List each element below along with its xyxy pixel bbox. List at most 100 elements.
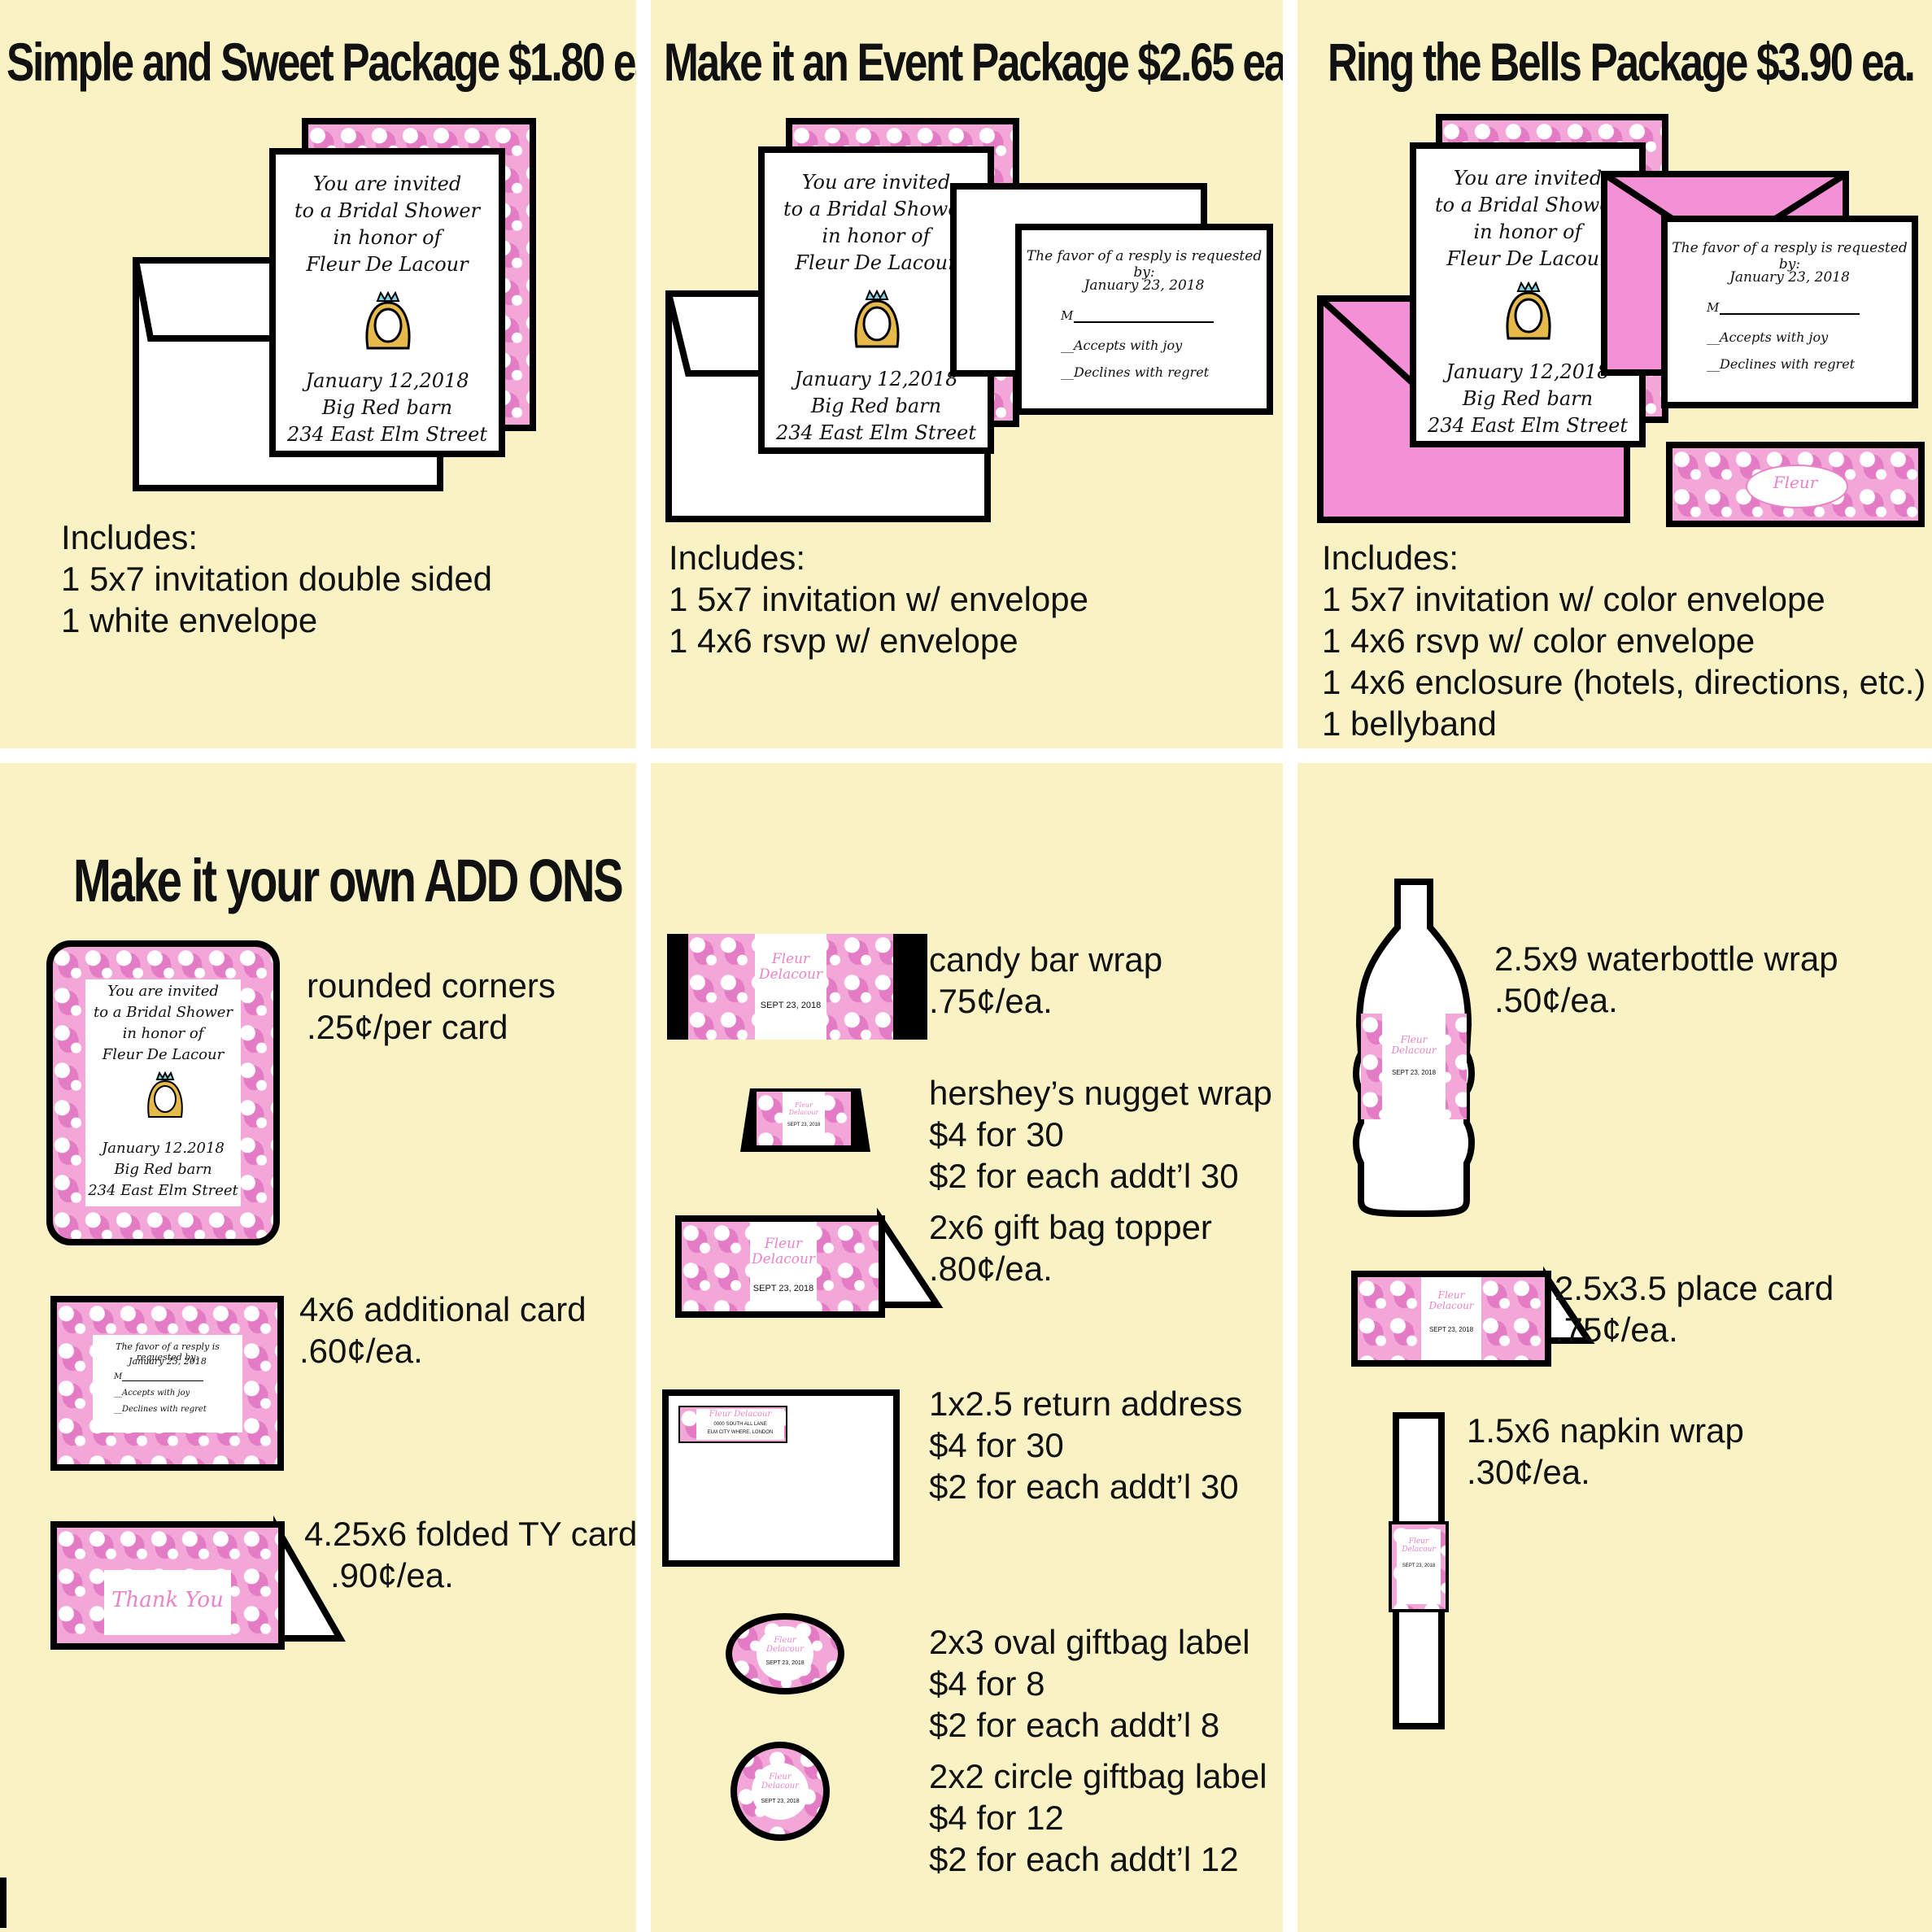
addon-desc: 2.5x9 waterbottle wrap .50¢/ea. [1494, 938, 1838, 1021]
addon-desc: 2x2 circle giftbag label $4 for 12 $2 fo… [929, 1755, 1267, 1880]
circle-giftbag-label: Fleur Delacour SEPT 23, 2018 [730, 1742, 830, 1841]
rsvp-m: M [1061, 308, 1074, 323]
label-name2: Delacour [1402, 1546, 1436, 1554]
rsvp-declines: __Declines with regret [1707, 356, 1856, 372]
addons-title: Make it your own ADD ONS [73, 847, 624, 914]
rsvp-m: M [1707, 300, 1720, 315]
label-date: SEPT 23, 2018 [765, 1660, 805, 1666]
addon-name: candy bar wrap [929, 940, 1163, 979]
return-line1: 0000 SOUTH ALL LANE [713, 1422, 767, 1427]
rsvp-declines: __Declines with regret [114, 1405, 207, 1414]
invite-line1: You are invited [1453, 167, 1603, 190]
include-item: 1 bellyband [1322, 704, 1497, 743]
addon-desc: 2x6 gift bag topper .80¢/ea. [929, 1206, 1212, 1289]
addons-panel-middle: Fleur Delacour SEPT 23, 2018 candy bar w… [651, 763, 1283, 1932]
label-name1: Fleur [774, 1636, 796, 1645]
addon-price: $4 for 30 [929, 1115, 1064, 1154]
invite-venue: Big Red barn [1462, 387, 1594, 410]
additional-card: The favor of a resply is requested by: J… [50, 1296, 284, 1471]
return-address-label: Fleur Delacour 0000 SOUTH ALL LANE ELM C… [678, 1406, 787, 1443]
label-date: SEPT 23, 2018 [787, 1123, 821, 1127]
label-name1: Fleur [771, 951, 810, 967]
envelope-flap-icon [133, 259, 295, 342]
addons-panel-left: Make it your own ADD ONS You are invited… [0, 763, 636, 1932]
addons-panel-right: Fleur Delacour SEPT 23, 2018 2.5x9 water… [1297, 763, 1932, 1932]
invite-venue: Big Red barn [810, 395, 942, 417]
addon-desc: candy bar wrap .75¢/ea. [929, 939, 1162, 1022]
invite-date: January 12,2018 [305, 369, 469, 392]
includes-heading: Includes: [61, 518, 198, 556]
addon-name: 2x3 oval giftbag label [929, 1623, 1250, 1661]
bride-icon [147, 1071, 183, 1118]
addon-name: rounded corners [307, 966, 556, 1005]
label-date: SEPT 23, 2018 [1428, 1326, 1474, 1333]
rsvp-card: The favor of a resply is requested by: J… [1661, 216, 1918, 408]
addon-price: .75¢/ea. [929, 982, 1053, 1020]
label-name2: Delacour [766, 1645, 804, 1654]
addon-desc: 4x6 additional card .60¢/ea. [299, 1289, 587, 1372]
label-name2: Delacour [1391, 1045, 1437, 1056]
rsvp-date: January 23, 2018 [1084, 277, 1205, 294]
addon-desc: rounded corners .25¢/per card [307, 965, 556, 1048]
thank-you-card: Thank You [50, 1521, 285, 1650]
rsvp-card: The favor of a resply is requested by: J… [1015, 224, 1273, 415]
addon-price: .60¢/ea. [299, 1332, 423, 1370]
invite-line1: You are invited [107, 983, 219, 1000]
invite-line4: Fleur De Lacour [1446, 247, 1609, 270]
edge-mark [0, 1877, 7, 1928]
label-name2: Delacour [758, 966, 823, 983]
addon-extra: $2 for each addt’l 12 [929, 1840, 1239, 1878]
thank-you-text: Thank You [111, 1588, 224, 1612]
rsvp-line1: The favor of a resply is requested by: [1026, 248, 1263, 281]
package-panel-simple: Simple and Sweet Package $1.80 ea. You a… [0, 0, 636, 748]
invite-line2: to a Bridal Shower [94, 1004, 233, 1021]
rsvp-accepts: __Accepts with joy [114, 1389, 190, 1398]
invite-venue: Big Red barn [321, 396, 453, 419]
addon-desc: hershey’s nugget wrap $4 for 30 $2 for e… [929, 1072, 1272, 1197]
rsvp-declines: __Declines with regret [1061, 364, 1210, 380]
invite-line3: in honor of [122, 1025, 204, 1042]
package-includes: Includes: 1 5x7 invitation w/ color enve… [1322, 537, 1925, 744]
invite-line4: Fleur De Lacour [102, 1046, 225, 1063]
return-address-envelope: Fleur Delacour 0000 SOUTH ALL LANE ELM C… [662, 1389, 900, 1567]
bride-icon [854, 289, 900, 348]
invite-line1: You are invited [312, 172, 462, 195]
addon-price: $4 for 30 [929, 1426, 1064, 1464]
addon-price: .90¢/ea. [330, 1556, 454, 1594]
addon-desc: 2.5x3.5 place card .75¢/ea. [1555, 1267, 1834, 1350]
label-name2: Delacour [788, 1109, 819, 1116]
include-item: 1 white envelope [61, 601, 318, 639]
include-item: 1 5x7 invitation w/ color envelope [1322, 580, 1825, 618]
invite-line3: in honor of [333, 226, 442, 249]
rsvp-name-line [1720, 313, 1860, 315]
package-title: Make it an Event Package $2.65 ea. [664, 32, 1283, 92]
rsvp-m: M [114, 1372, 123, 1381]
addon-price: .25¢/per card [307, 1008, 508, 1046]
label-name2: Delacour [751, 1251, 816, 1267]
invite-line2: to a Bridal Shower [294, 199, 480, 222]
invite-venue: Big Red barn [114, 1161, 212, 1178]
include-item: 1 5x7 invitation double sided [61, 560, 493, 598]
addon-name: 2.5x9 waterbottle wrap [1494, 940, 1838, 978]
addon-desc: 4.25x6 folded TY card .90¢/ea. [304, 1513, 636, 1596]
package-panel-bells: Ring the Bells Package $3.90 ea. You are… [1297, 0, 1932, 748]
rsvp-date: January 23, 2018 [1729, 269, 1850, 286]
label-date: SEPT 23, 2018 [1402, 1563, 1436, 1568]
package-title: Simple and Sweet Package $1.80 ea. [7, 32, 636, 92]
label-name1: Fleur [1437, 1289, 1465, 1301]
gift-bag-topper: Fleur Delacour SEPT 23, 2018 [675, 1215, 885, 1318]
package-includes: Includes: 1 5x7 invitation double sided … [61, 517, 492, 641]
label-date: SEPT 23, 2018 [760, 1001, 822, 1010]
addon-price: $4 for 8 [929, 1664, 1045, 1703]
addon-price: .50¢/ea. [1494, 981, 1618, 1019]
label-date: SEPT 23, 2018 [1391, 1069, 1437, 1076]
addon-extra: $2 for each addt’l 30 [929, 1157, 1239, 1195]
include-item: 1 4x6 rsvp w/ envelope [669, 621, 1018, 660]
invite-date: January 12.2018 [102, 1140, 225, 1157]
addon-desc: 1x2.5 return address $4 for 30 $2 for ea… [929, 1383, 1242, 1507]
rsvp-date: January 23, 2018 [129, 1356, 207, 1367]
invite-line4: Fleur De Lacour [306, 253, 469, 276]
bellyband-text: Fleur [1773, 473, 1818, 492]
invite-line2: to a Bridal Shower [783, 198, 969, 220]
label-name1: Fleur [769, 1773, 792, 1782]
